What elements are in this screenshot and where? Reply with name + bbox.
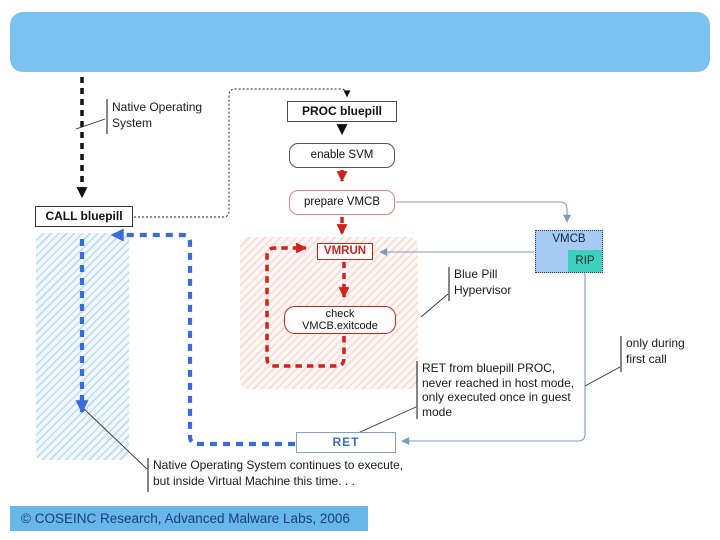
- native-os-line-2: System: [112, 115, 153, 130]
- footer-copyright: © COSEINC Research, Advanced Malware Lab…: [10, 506, 368, 531]
- ret-note-line-2: never reached in host mode,: [422, 375, 575, 390]
- pointer-only-during: [584, 366, 621, 387]
- node-call-bluepill: CALL bluepill: [35, 206, 133, 227]
- connector-prepare-to-vmcb: [396, 201, 571, 223]
- pointer-native-os: [75, 118, 106, 130]
- label-blue-pill-hypervisor: Blue Pill Hypervisor: [454, 267, 511, 298]
- slide-title-bar: [10, 12, 710, 72]
- only-during-line-2: first call: [626, 351, 667, 366]
- label-native-operating-system: Native Operating System: [112, 100, 202, 131]
- node-ret: RET: [296, 432, 396, 453]
- label-only-during-first-call: only during first call: [626, 336, 685, 367]
- continues-line-1: Native Operating System continues to exe…: [153, 458, 404, 472]
- label-native-os-continues: Native Operating System continues to exe…: [153, 458, 403, 489]
- connector-call-to-proc: [134, 88, 351, 218]
- check-line-2: VMCB.exitcode: [302, 320, 378, 332]
- node-vmrun: VMRUN: [317, 243, 373, 260]
- pointer-ret-note: [357, 406, 417, 434]
- node-proc-bluepill: PROC bluepill: [287, 101, 397, 122]
- node-check-vmcb-exitcode: check VMCB.exitcode: [284, 306, 396, 334]
- ret-note-line-4: mode: [422, 404, 453, 419]
- ret-note-line-3: only executed once in guest: [422, 390, 571, 404]
- connector-rip-to-ret: [401, 272, 586, 445]
- node-rip: RIP: [568, 250, 602, 272]
- node-prepare-vmcb: prepare VMCB: [289, 190, 395, 215]
- arrow-ret-return-path: [110, 228, 295, 447]
- arrow-check-loop-to-vmrun: [265, 242, 346, 368]
- only-during-line-1: only during: [626, 336, 685, 350]
- continues-line-2: but inside Virtual Machine this time. . …: [153, 473, 355, 488]
- label-ret-note: RET from bluepill PROC, never reached in…: [422, 361, 574, 419]
- node-enable-svm: enable SVM: [289, 143, 395, 168]
- pointer-continues: [83, 408, 148, 470]
- native-os-line-1: Native Operating: [112, 100, 203, 114]
- check-line-1: check: [325, 307, 355, 320]
- ret-note-line-1: RET from bluepill PROC,: [422, 361, 556, 375]
- hypervisor-line-2: Hypervisor: [454, 282, 512, 297]
- hypervisor-line-1: Blue Pill: [454, 267, 498, 281]
- pointer-hypervisor: [420, 293, 449, 318]
